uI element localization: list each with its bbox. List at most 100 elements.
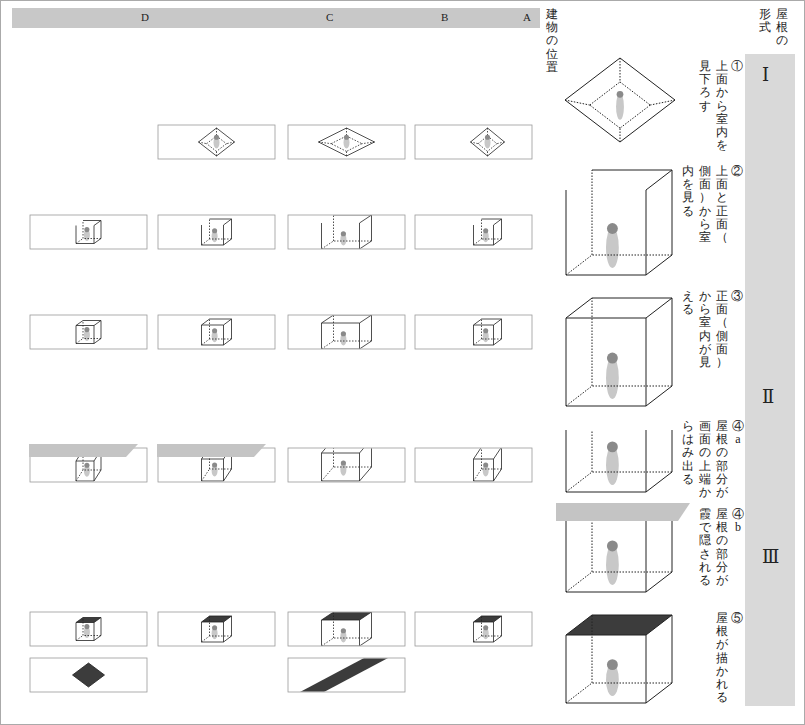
edge-line — [224, 219, 232, 225]
column-letter: D — [141, 11, 149, 23]
view-frame — [158, 215, 275, 249]
roof-type-band — [745, 54, 795, 706]
hidden-edge — [592, 170, 593, 255]
hidden-edge — [482, 636, 502, 637]
roof-type-numeral-text: Ⅲ — [762, 547, 779, 567]
edge-line — [94, 623, 95, 641]
view-frame — [288, 658, 405, 692]
figure-head — [483, 328, 488, 333]
hidden-edge — [333, 613, 334, 639]
roof-type-numeral: Ⅲ — [762, 548, 779, 568]
hidden-edge — [334, 241, 372, 242]
edge-line — [646, 430, 647, 492]
hidden-edge — [210, 469, 232, 470]
row-number: ⑤ — [731, 612, 743, 625]
hidden-edge — [83, 321, 84, 339]
edge-line — [646, 386, 672, 406]
edge-line — [646, 190, 647, 275]
hidden-edge — [76, 636, 83, 641]
edge-line — [672, 170, 673, 255]
edge-line — [210, 616, 232, 617]
edge-line — [566, 492, 646, 493]
small-figure — [202, 219, 232, 245]
row-number: ④b — [731, 508, 745, 537]
edge-line — [76, 461, 94, 462]
edge-line — [482, 219, 502, 220]
edge-line — [76, 622, 94, 623]
edge-line — [592, 170, 672, 171]
view-frame — [415, 448, 532, 482]
edge-line — [646, 683, 672, 703]
edge-line — [473, 459, 474, 481]
hidden-edge — [620, 82, 650, 105]
edge-line — [494, 319, 502, 325]
edge-line — [223, 225, 224, 245]
edge-line — [494, 449, 502, 460]
edge-line — [94, 461, 95, 481]
edge-line — [76, 343, 94, 344]
hidden-edge — [210, 239, 232, 240]
edge-line — [646, 255, 672, 275]
edge-line — [359, 223, 360, 249]
hidden-edge — [592, 298, 593, 386]
edge-line — [223, 622, 224, 642]
edge-line — [360, 341, 372, 349]
hidden-edge — [566, 572, 592, 592]
roof-type-numeral: Ⅱ — [762, 388, 774, 408]
edge-line — [223, 459, 224, 481]
large-figure — [566, 615, 672, 703]
edge-line — [672, 298, 673, 386]
edge-line — [202, 642, 224, 643]
row-description-text: 上面から室内を見下ろす — [699, 59, 728, 152]
figure-head — [617, 91, 624, 98]
hidden-edge — [210, 339, 232, 340]
axis-heading-text: 建物の位置 — [546, 7, 558, 74]
edge-line — [94, 339, 101, 344]
figure-head — [607, 659, 618, 670]
figure-head — [212, 328, 217, 333]
row-description-text: 屋根の部分が霞で隠される — [699, 507, 728, 587]
row-description: 上面から室内を見下ろす — [698, 60, 729, 155]
edge-line — [566, 298, 592, 318]
edge-line — [646, 170, 672, 190]
small-figure — [471, 128, 505, 156]
row-number: ② — [731, 165, 743, 178]
row-number: ① — [731, 60, 743, 73]
edge-line — [101, 221, 102, 239]
hidden-edge — [620, 58, 621, 82]
hidden-edge — [202, 339, 210, 345]
view-frame — [288, 612, 405, 646]
edge-line — [474, 345, 494, 346]
roof-outline — [319, 128, 375, 156]
roof-type-numeral: Ⅰ — [762, 66, 769, 86]
hidden-edge — [481, 319, 482, 339]
figure-head — [607, 441, 618, 452]
edge-line — [494, 469, 502, 481]
edge-line — [224, 339, 232, 345]
column-letter: A — [523, 11, 531, 23]
row-description: 正面（側面）から室内が見える — [681, 290, 729, 372]
hidden-edge — [322, 241, 334, 249]
edge-line — [94, 618, 101, 623]
edge-line — [101, 321, 102, 339]
edge-line — [360, 638, 372, 646]
hidden-edge — [592, 472, 672, 473]
edge-line — [76, 461, 77, 481]
small-figure — [322, 613, 372, 646]
hidden-edge — [334, 638, 372, 639]
hidden-edge — [474, 339, 482, 345]
edge-line — [201, 622, 202, 642]
small-figure — [73, 663, 105, 687]
small-figure — [202, 319, 232, 345]
edge-line — [94, 470, 101, 481]
axis-heading-text: 屋根の形式 — [759, 7, 788, 47]
row-description: 屋根の部分が画面の上端からはみ出る — [681, 420, 729, 502]
edge-line — [474, 449, 482, 460]
edge-line — [202, 616, 210, 622]
row-description: 屋根が描かれる — [715, 612, 729, 707]
roof-type-numeral-text: Ⅰ — [762, 65, 769, 85]
edge-line — [371, 613, 372, 639]
hidden-edge — [83, 238, 101, 239]
edge-line — [202, 245, 224, 246]
edge-line — [94, 221, 101, 226]
